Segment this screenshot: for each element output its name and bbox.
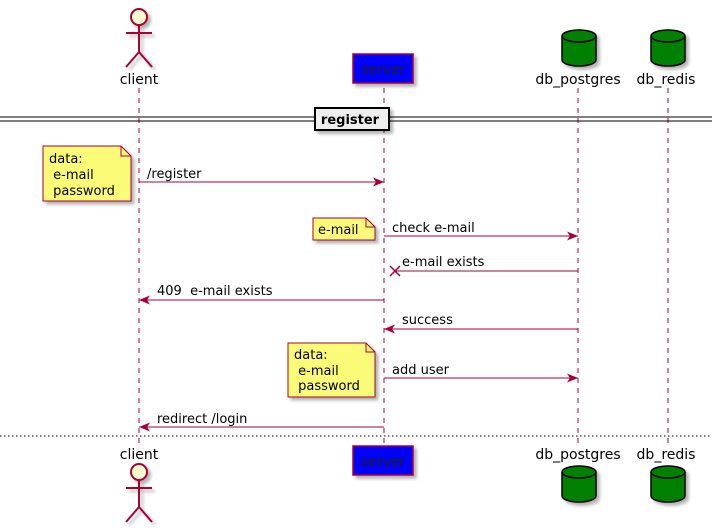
lost-message-cross-icon <box>389 265 401 277</box>
note-line: e-mail <box>49 168 94 183</box>
arrowhead <box>139 295 150 305</box>
note-line: e-mail <box>318 223 359 238</box>
arrowhead <box>567 373 578 383</box>
message-label: check e-mail <box>392 221 475 236</box>
actor-icon <box>125 463 153 523</box>
message-label: e-mail exists <box>402 255 485 270</box>
note-line: e-mail <box>294 364 339 379</box>
participant-client-top: client <box>120 8 159 88</box>
note-line: password <box>294 379 360 394</box>
participant-box <box>352 53 414 84</box>
database-icon <box>561 29 597 67</box>
participant-label: server <box>361 62 406 78</box>
arrowhead <box>139 422 150 432</box>
note-line: password <box>49 184 115 199</box>
participant-label: db_redis <box>637 72 696 88</box>
participant-server-top: server <box>352 53 414 84</box>
participant-label: client <box>120 72 159 88</box>
message-409: 409 e-mail exists <box>139 284 384 305</box>
participant-label: server <box>361 454 406 470</box>
participant-db-redis-top: db_redis <box>637 29 696 88</box>
message-email-exists: e-mail exists <box>389 255 578 277</box>
divider-label: register <box>321 113 380 128</box>
arrowhead <box>384 324 395 334</box>
database-icon <box>561 465 597 503</box>
participant-db-redis-bottom: db_redis <box>637 447 696 503</box>
note-line: data: <box>49 152 83 167</box>
participant-label: db_postgres <box>535 72 620 88</box>
participant-box <box>352 445 414 476</box>
divider-box <box>314 107 390 131</box>
message-register: /register <box>139 167 384 187</box>
message-redirect-login: redirect /login <box>139 412 384 432</box>
database-icon <box>650 465 686 503</box>
actor-icon <box>125 8 153 68</box>
message-label: success <box>402 313 453 328</box>
participant-db-postgres-bottom: db_postgres <box>535 447 621 503</box>
note-check-email: e-mail <box>312 217 376 241</box>
message-add-user: add user <box>384 363 578 383</box>
note-line: data: <box>294 348 328 363</box>
message-success: success <box>384 313 578 334</box>
message-label: /register <box>147 167 202 182</box>
message-label: add user <box>392 363 450 378</box>
participant-server-bottom: server <box>352 445 414 476</box>
message-label: redirect /login <box>157 412 247 427</box>
database-icon <box>650 29 686 67</box>
participant-db-postgres-top: db_postgres <box>535 29 621 88</box>
divider-register: register <box>0 107 712 131</box>
note-add-user-data: data: e-mail password <box>287 342 376 398</box>
note-register-data: data: e-mail password <box>42 145 132 202</box>
participant-label: db_redis <box>637 447 696 463</box>
message-check-email: check e-mail <box>384 221 578 241</box>
participant-client-bottom: client <box>120 447 159 523</box>
participant-label: db_postgres <box>535 447 620 463</box>
message-label: 409 e-mail exists <box>157 284 273 299</box>
participant-label: client <box>120 447 159 463</box>
arrowhead <box>373 177 384 187</box>
arrowhead <box>567 231 578 241</box>
